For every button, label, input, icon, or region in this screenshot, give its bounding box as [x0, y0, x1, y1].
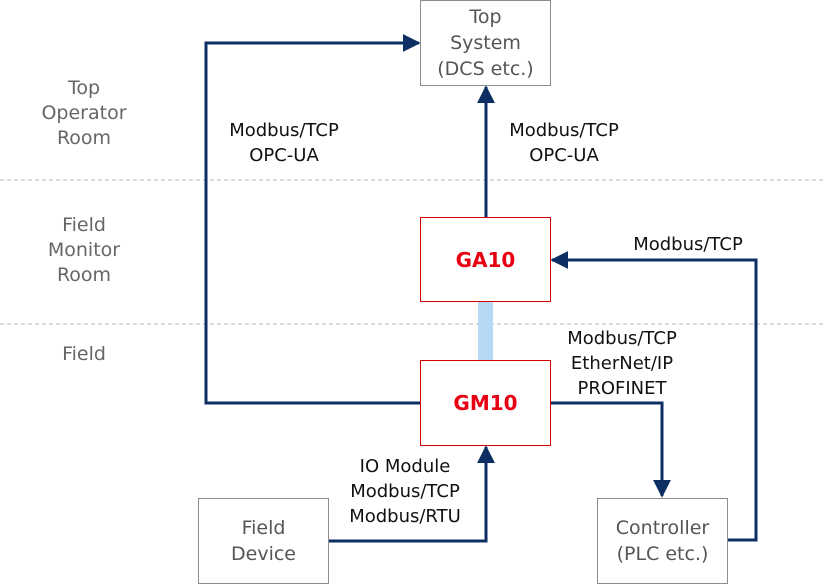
protocol-label-controller-ga10: Modbus/TCP	[633, 234, 743, 255]
controller-node: Controller (PLC etc.)	[597, 498, 728, 584]
protocol-label-gm10-controller: Modbus/TCP EtherNet/IP PROFINET	[567, 328, 677, 399]
gm10-to-controller-arrow	[550, 401, 671, 498]
gm10-node: GM10	[420, 360, 551, 446]
zone-label-field-monitor-room: Field Monitor Room	[47, 214, 121, 286]
top-system-node: Top System (DCS etc.)	[420, 0, 551, 86]
gm10-to-top-system-arrow	[204, 34, 421, 405]
controller-to-ga10-arrow	[550, 251, 758, 542]
zone-label-top-operator-room: Top Operator Room	[41, 77, 127, 149]
ga10-gm10-link	[478, 302, 493, 360]
protocol-label-gm10-top-system: Modbus/TCP OPC-UA	[229, 120, 339, 166]
field-device-to-gm10-arrow	[329, 445, 495, 543]
ga10-node: GA10	[420, 217, 551, 302]
field-device-node: Field Device	[198, 498, 329, 584]
zone-label-field: Field	[62, 343, 106, 365]
protocol-label-field-device-gm10: IO Module Modbus/TCP Modbus/RTU	[349, 456, 461, 527]
protocol-label-ga10-top-system: Modbus/TCP OPC-UA	[509, 120, 619, 166]
